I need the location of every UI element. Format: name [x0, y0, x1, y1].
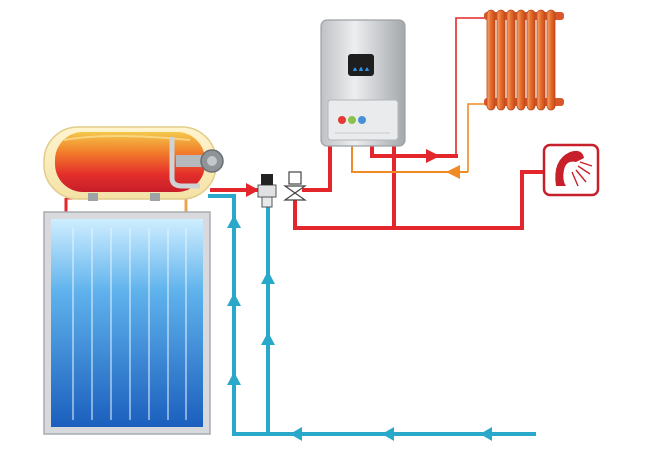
return-flow-arrow: [446, 165, 460, 179]
shower-supply-pipe: [293, 170, 548, 230]
diverter-valve-body-bottom: [283, 192, 307, 201]
hot-flow-arrows: [246, 149, 440, 197]
return-pipes: [351, 146, 468, 173]
hot-flow-arrow: [246, 183, 259, 197]
cold-flow-arrow: [227, 293, 241, 306]
collector-link-pipes: [64, 196, 188, 212]
collector-tubes: [72, 228, 187, 420]
mixing-valve-knob: [261, 174, 273, 185]
shower-handle: [555, 150, 584, 186]
hot-flow-arrow: [426, 149, 440, 163]
radiator-fins: [486, 9, 556, 111]
tank-resistance-cap: [207, 156, 217, 166]
radiator-feed-lines: [455, 17, 486, 172]
cold-water-pipes: [208, 194, 536, 436]
tank-heat-exchanger: [169, 137, 200, 189]
diverter-valve-body-top: [283, 185, 307, 194]
diverter-valve: [283, 171, 307, 201]
boiler-indicator-red: [338, 116, 346, 124]
tank-foot: [150, 193, 160, 201]
tank-foot: [88, 193, 98, 201]
cold-flow-arrow: [382, 427, 394, 441]
hot-water-pipes: [210, 144, 548, 230]
solar-collector: [43, 211, 211, 435]
heating-return-pipe: [351, 146, 468, 173]
boiler: [320, 19, 406, 147]
mixing-valve: [257, 174, 277, 208]
heating-flow-pipe: [370, 144, 434, 158]
tank-body: [55, 132, 205, 192]
diverter-valve-actuator: [288, 171, 302, 185]
cold-flow-arrow: [227, 372, 241, 385]
cold-flow-arrow: [227, 215, 241, 228]
flame-icon: [353, 67, 369, 71]
shower-icon: [542, 143, 600, 197]
collector-absorber: [51, 219, 203, 427]
boiler-indicator-blue: [358, 116, 366, 124]
cold-flow-arrows: [227, 215, 492, 441]
radiator-flow-line: [455, 17, 486, 156]
cold-flow-arrow: [480, 427, 492, 441]
tank-flange: [176, 155, 206, 167]
boiler-inlet-pipe: [302, 144, 332, 192]
cold-flow-arrow: [261, 332, 275, 345]
boiler-flame-window: [348, 54, 374, 76]
cold-flow-arrow: [290, 427, 302, 441]
boiler-indicator-green: [348, 116, 356, 124]
mixing-valve-body: [257, 184, 277, 198]
radiator: [484, 9, 564, 111]
storage-tank: [43, 126, 224, 201]
cold-supply-pipe: [208, 194, 536, 436]
cold-flow-arrow: [261, 271, 275, 284]
shower-spray: [571, 161, 593, 187]
radiator-return-line: [467, 103, 486, 172]
mixing-valve-inlet: [261, 196, 273, 208]
